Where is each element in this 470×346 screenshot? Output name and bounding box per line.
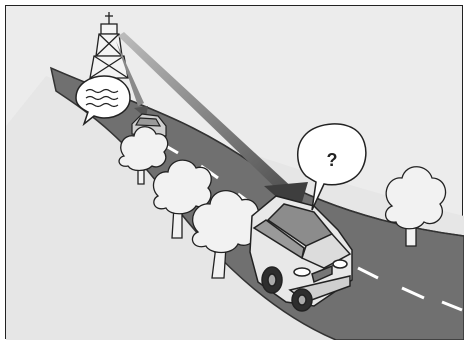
illustration-frame: ? [5,5,463,339]
illustration-canvas: ? [6,6,464,340]
question-mark: ? [327,150,338,170]
radio-tower-icon [90,12,128,78]
